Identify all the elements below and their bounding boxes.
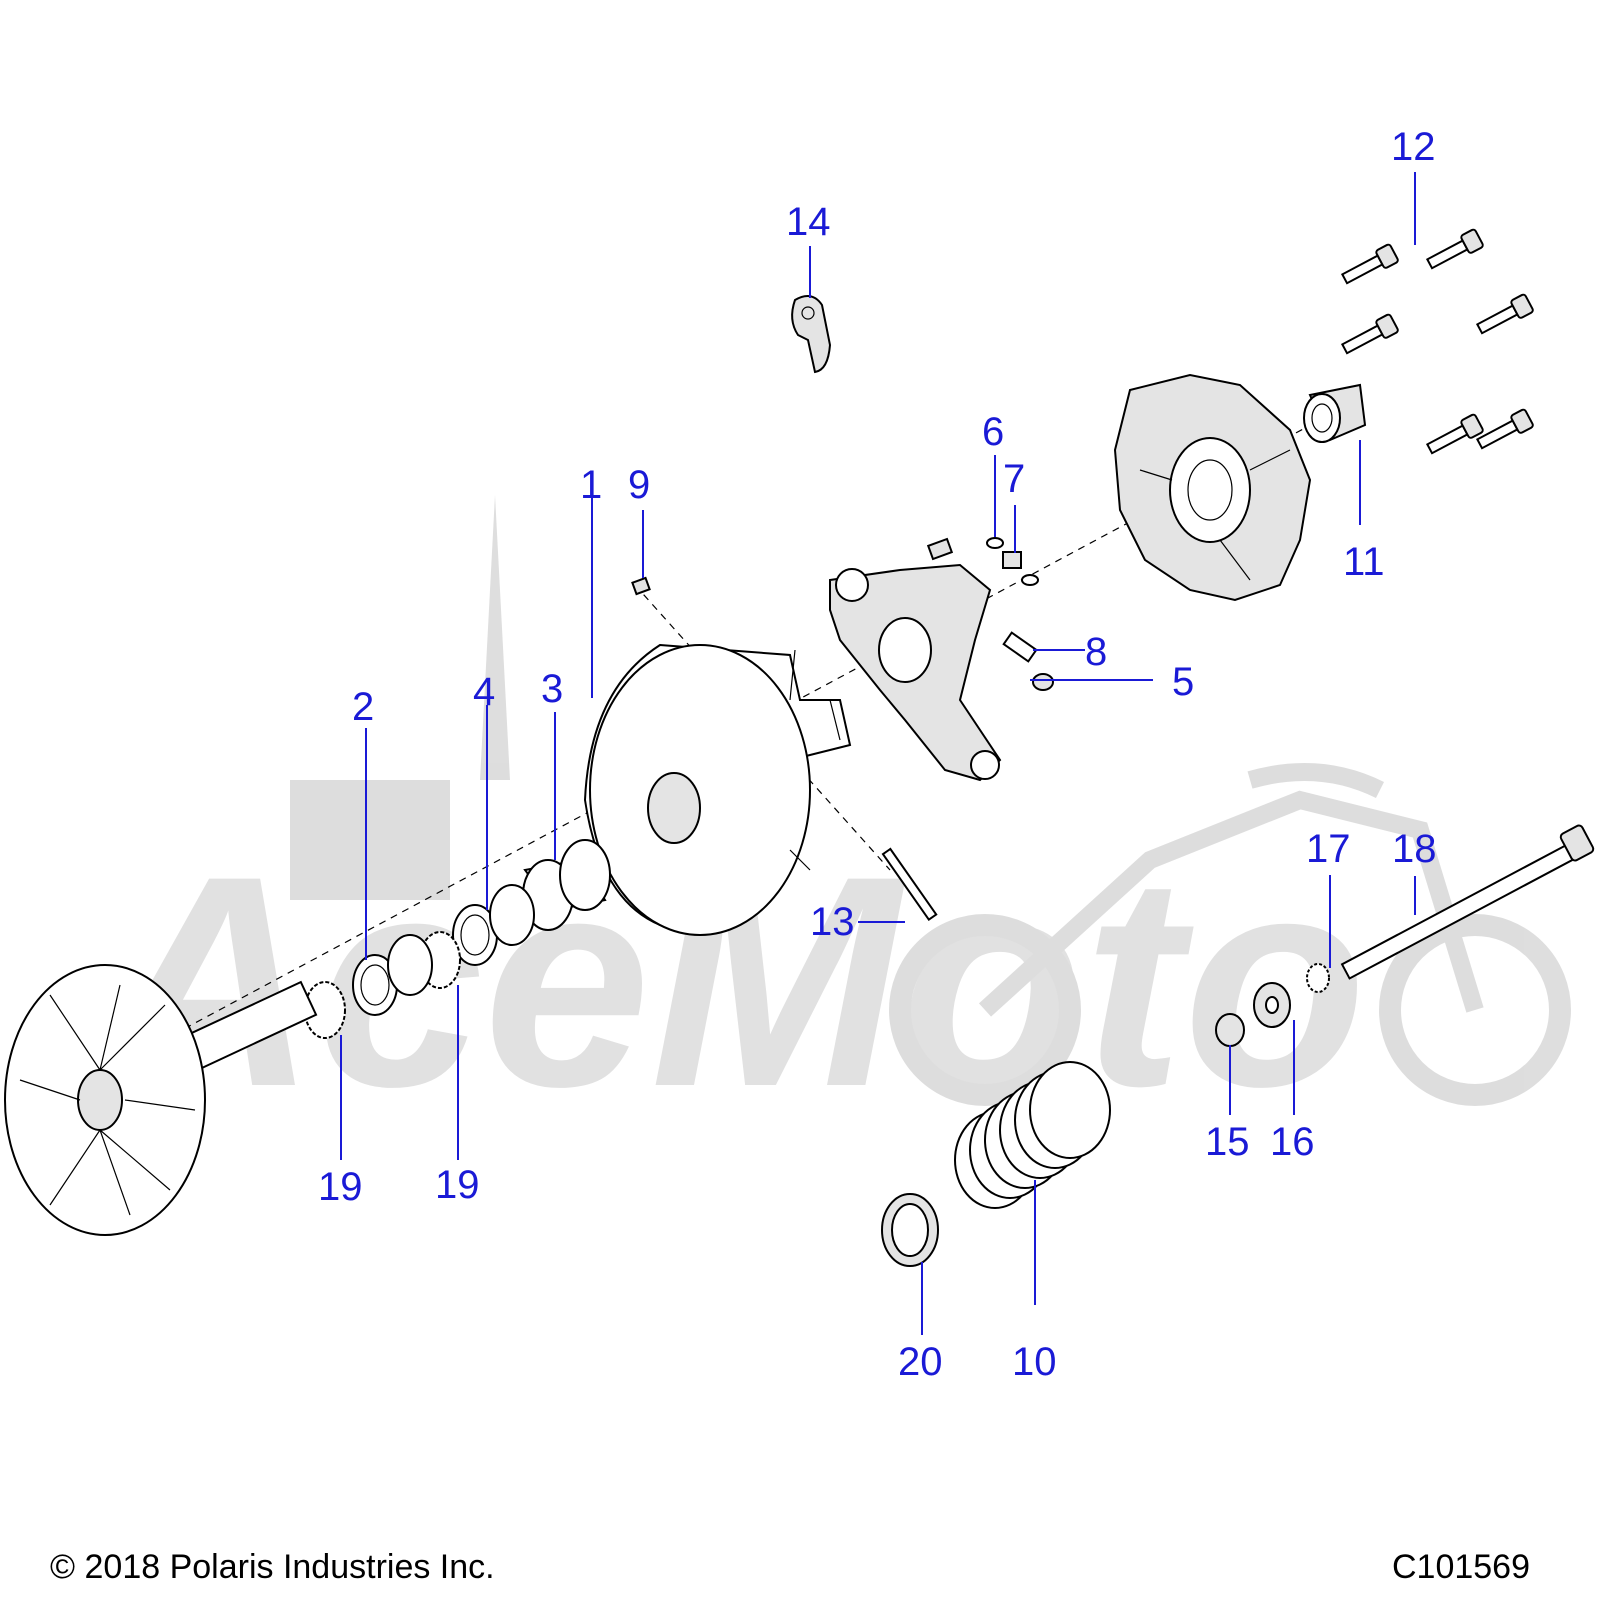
callout-17: 17 [1306, 827, 1351, 871]
part-4-bushing [452, 884, 535, 966]
callouts: 1 9 2 4 3 6 7 8 5 11 12 14 13 17 18 15 1… [318, 125, 1437, 1384]
callout-15: 15 [1205, 1120, 1250, 1164]
callout-11: 11 [1343, 540, 1385, 584]
callout-20: 20 [898, 1340, 943, 1384]
callout-19-left: 19 [318, 1165, 363, 1209]
part-spider-arm [829, 563, 1002, 782]
pin-axis [634, 584, 891, 871]
callout-8: 8 [1085, 630, 1107, 674]
copyright-notice: © 2018 Polaris Industries Inc. [50, 1548, 495, 1586]
callout-14: 14 [786, 200, 831, 244]
part-14-clip [791, 295, 832, 374]
callout-9: 9 [628, 463, 650, 507]
part-fixed-sheave [4, 964, 318, 1236]
callout-3: 3 [541, 667, 563, 711]
watermark: AceMoto [91, 495, 1571, 1149]
callout-1: 1 [580, 463, 602, 507]
assembly-axis [69, 419, 1321, 1091]
part-cover-plate [1113, 373, 1312, 602]
part-11-bushing [1303, 383, 1367, 443]
callout-5: 5 [1172, 660, 1194, 704]
callout-19-right: 19 [435, 1163, 480, 1207]
callout-4: 4 [473, 670, 495, 714]
part-2-bushing [352, 934, 433, 1016]
drawing-number: C101569 [1391, 1548, 1530, 1586]
callout-10: 10 [1012, 1340, 1057, 1384]
part-3-bushing [522, 839, 611, 931]
callout-13: 13 [810, 900, 855, 944]
part-18-bolt [1340, 824, 1595, 980]
callout-2: 2 [352, 685, 374, 729]
part-20-ring [881, 1193, 939, 1267]
callout-16: 16 [1270, 1120, 1315, 1164]
callout-18: 18 [1392, 827, 1437, 871]
callout-12: 12 [1391, 125, 1436, 169]
callout-7: 7 [1003, 457, 1025, 501]
part-1-moveable-sheave [583, 643, 852, 936]
part-13-pin [881, 847, 938, 922]
part-12-bolts [1340, 228, 1534, 455]
part-10-spring [954, 1061, 1111, 1209]
callout-6: 6 [982, 410, 1004, 454]
part-washers [1215, 963, 1330, 1047]
leader-lines [340, 172, 1416, 1335]
part-small-hardware [631, 537, 1054, 691]
